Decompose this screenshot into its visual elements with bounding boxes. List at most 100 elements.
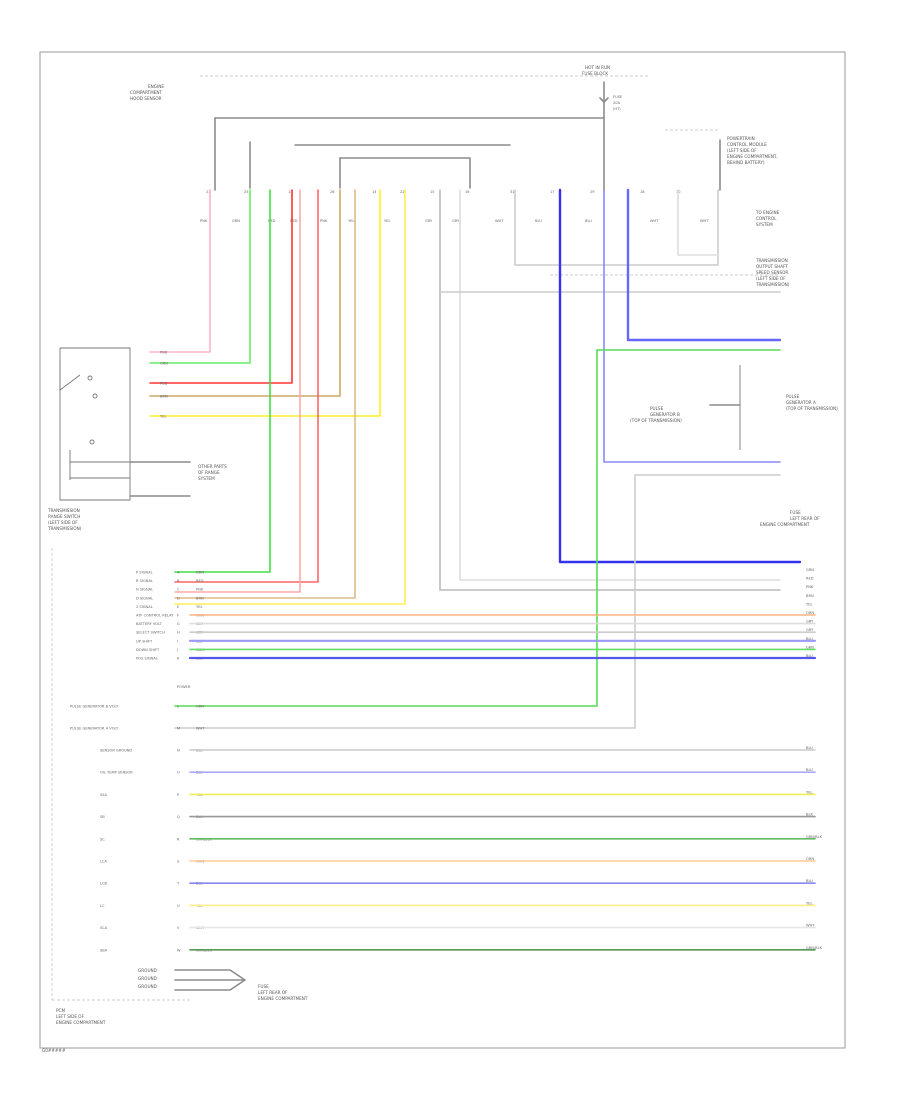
lower-row-pin-1: B bbox=[177, 579, 180, 583]
wire-brn-2 bbox=[174, 189, 356, 599]
lower-row-wire-right-7: GRY bbox=[806, 628, 814, 632]
wire-grn-1 bbox=[149, 189, 251, 364]
lower-row-wire-right-2: PNK bbox=[806, 585, 814, 589]
upper-pin-8: 31 bbox=[510, 190, 515, 194]
fuse-sub-1: FUSE bbox=[613, 95, 623, 99]
upper-pin-9: 17 bbox=[550, 190, 555, 194]
left-spkr-1: LEFT REAR OF bbox=[790, 516, 820, 521]
wire-gry-a bbox=[439, 189, 781, 591]
signal-row-pin-8: V bbox=[177, 926, 180, 930]
switch-lower bbox=[69, 450, 130, 480]
lower-row-label-10: POS SIGNAL bbox=[136, 657, 158, 661]
lower-row-wire-right-0: GRN bbox=[806, 568, 814, 572]
signal-row-label-8: SCA bbox=[100, 926, 108, 930]
upper-wire-label-4: PNK bbox=[320, 219, 328, 223]
sensor-label-0: TRANSMISSION bbox=[47, 508, 80, 513]
wire-yel-1 bbox=[149, 189, 381, 417]
pcm-label-0: POWERTRAIN bbox=[727, 136, 755, 141]
lower-row-wire-2: PNK bbox=[196, 588, 204, 592]
top-block: ENGINE COMPARTMENT HOOD SENSOR HOT IN RU… bbox=[130, 65, 623, 111]
pulse-upper-0: PULSE bbox=[786, 394, 800, 399]
wire-red-1 bbox=[149, 189, 293, 384]
pulse-row-wire-1: WHT bbox=[196, 727, 205, 731]
signal-row-label-3: SB bbox=[100, 815, 105, 819]
lower-row-label-9: DOWN SHIFT bbox=[136, 648, 160, 652]
upper-wire-label-10: BLU bbox=[535, 219, 542, 223]
switch-label-0: OTHER PARTS bbox=[198, 464, 227, 469]
switch-node-3 bbox=[89, 439, 95, 445]
ss-3: (LEFT SIDE OF bbox=[756, 276, 786, 281]
wire-grn-pulse bbox=[174, 349, 598, 707]
ss-2: SPEED SENSOR bbox=[756, 270, 788, 275]
wire-blu-main bbox=[558, 188, 802, 564]
sensor-pin-label-1: GRN bbox=[160, 362, 168, 366]
lower-row-label-6: BATTERY VOLT bbox=[136, 622, 163, 626]
wire-blu-pulse bbox=[626, 188, 782, 342]
upper-pin-6: 15 bbox=[430, 190, 435, 194]
fuse-label: HOT IN RUN bbox=[585, 65, 610, 70]
signal-row-wire-right-0: BLU bbox=[806, 746, 813, 750]
pcm-loop bbox=[339, 157, 471, 189]
pulse-row-label-1: PULSE GENERATOR A VOLT bbox=[70, 727, 119, 731]
ground-block: GROUND GROUND GROUND FUSE LEFT REAR OF E… bbox=[56, 968, 308, 1025]
switch-node-2 bbox=[92, 393, 98, 399]
lower-row-label-3: D SIGNAL bbox=[136, 596, 153, 600]
pcm-label-3: ENGINE COMPARTMENT, bbox=[727, 154, 778, 159]
pcm-label-4: BEHIND BATTERY) bbox=[727, 160, 765, 165]
upper-wire-label-8: GRY bbox=[452, 219, 460, 223]
wire-gry-b bbox=[459, 189, 781, 581]
lower-row-wire-1: RED bbox=[196, 579, 204, 583]
sensor-label-2: (LEFT SIDE OF bbox=[48, 520, 78, 525]
signal-row-label-7: LC bbox=[100, 904, 105, 908]
lower-row-wire-right-8: BLU bbox=[806, 637, 813, 641]
diagram-frame bbox=[39, 51, 846, 1049]
ground-row-1: GROUND bbox=[138, 976, 157, 981]
lower-row-pin-0: A bbox=[177, 571, 180, 575]
lower-row-wire-right-1: RED bbox=[806, 577, 814, 581]
lower-row-wire-right-3: BRN bbox=[806, 594, 814, 598]
signal-row-pin-5: S bbox=[177, 860, 180, 864]
switch-node-1 bbox=[87, 375, 93, 381]
lower-row-pin-5: F bbox=[177, 614, 179, 618]
wire-brn-1 bbox=[149, 189, 341, 397]
lower-row-label-7: SELECT SWITCH bbox=[136, 631, 165, 635]
lower-row-wire-right-6: GRY bbox=[806, 620, 814, 624]
pcm-label-1: CONTROL MODULE bbox=[727, 142, 767, 147]
wire-red-2 bbox=[174, 189, 319, 583]
signal-row-pin-4: R bbox=[177, 837, 180, 841]
fuse-symbol bbox=[599, 97, 609, 103]
upper-pin-5: 22 bbox=[400, 190, 405, 194]
wire-grn-2 bbox=[174, 189, 271, 573]
signal-row-label-4: SC bbox=[100, 837, 105, 841]
range-switch-box: TRANSMISSION RANGE SWITCH (LEFT SIDE OF … bbox=[47, 347, 227, 531]
lower-title-1: LEFT SIDE OF bbox=[56, 1014, 85, 1019]
upper-wire-label-7: GRY bbox=[425, 219, 433, 223]
lower-row-pin-7: H bbox=[177, 631, 180, 635]
signal-row-pin-0: N bbox=[177, 749, 180, 753]
signal-row-label-9: SBA bbox=[100, 948, 108, 952]
lower-row-pin-4: E bbox=[177, 605, 180, 609]
pulse-upper-1: GENERATOR A bbox=[786, 400, 816, 405]
pulse-row-label-0: PULSE GENERATOR B VOLT bbox=[70, 705, 119, 709]
pcm-label-block: POWERTRAIN CONTROL MODULE (LEFT SIDE OF … bbox=[727, 136, 778, 165]
lower-row-wire-4: YEL bbox=[196, 605, 202, 609]
signal-row-label-6: LCB bbox=[100, 882, 108, 886]
top-title-2: COMPARTMENT bbox=[130, 90, 163, 95]
upper-pin-11: 18 bbox=[640, 190, 645, 194]
pulse-row-pin-0: L bbox=[177, 705, 179, 709]
switch-label-2: SYSTEM bbox=[198, 476, 215, 481]
upper-pin-2: 13 bbox=[288, 190, 293, 194]
lower-power-label: POWER bbox=[177, 685, 191, 689]
pulse-mid-2: (TOP OF TRANSMISSION) bbox=[630, 418, 682, 423]
ground-row-2: GROUND bbox=[138, 984, 157, 989]
upper-wire-label-2: RED bbox=[268, 219, 276, 223]
lower-title-0: PCM bbox=[56, 1008, 65, 1013]
upper-pin-1: 25 bbox=[244, 190, 249, 194]
wire-yel-2 bbox=[174, 189, 406, 605]
signal-row-wire-right-9: GRN/BLK bbox=[806, 946, 823, 950]
sensor-pin-label-4: YEL bbox=[160, 415, 166, 419]
lower-row-wire-3: BRN bbox=[196, 596, 204, 600]
pulse-row-pin-1: M bbox=[177, 727, 180, 731]
